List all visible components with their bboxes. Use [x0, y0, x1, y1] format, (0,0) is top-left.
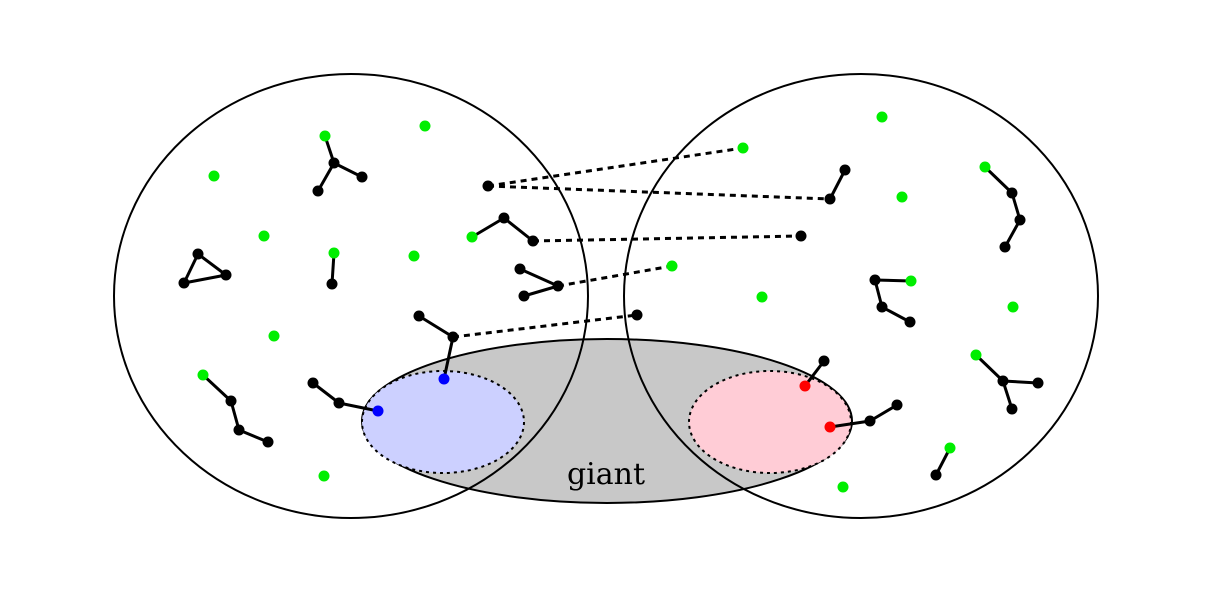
component-node: [326, 278, 338, 290]
solid-edge: [828, 419, 872, 429]
isolated-node: [905, 275, 917, 287]
component-node: [930, 469, 942, 481]
component-node: [891, 399, 903, 411]
solid-edge: [983, 165, 1014, 195]
blue-node: [372, 405, 384, 417]
dashed-cross-edge: [532, 234, 802, 243]
component-node: [220, 269, 232, 281]
component-node: [824, 193, 836, 205]
component-node: [413, 310, 425, 322]
dashed-cross-edge: [557, 264, 673, 288]
dashed-cross-edge: [487, 146, 744, 188]
component-node: [1032, 377, 1044, 389]
isolated-node: [944, 442, 956, 454]
component-node: [552, 280, 564, 292]
right-giant-core: [688, 370, 852, 474]
solid-edge: [518, 267, 560, 288]
isolated-node: [197, 369, 209, 381]
red-node: [824, 421, 836, 433]
right-sample-circle: [623, 73, 1099, 519]
left-giant-core: [361, 370, 525, 474]
giant-label: giant: [567, 457, 645, 492]
component-node: [333, 397, 345, 409]
component-node: [447, 331, 459, 343]
red-node: [799, 380, 811, 392]
solid-edge: [502, 216, 535, 243]
component-node: [498, 212, 510, 224]
isolated-node: [876, 111, 888, 123]
solid-edge: [873, 278, 913, 283]
isolated-node: [328, 247, 340, 259]
solid-edge: [974, 353, 1005, 383]
component-node: [482, 180, 494, 192]
component-node: [262, 436, 274, 448]
component-node: [869, 274, 881, 286]
component-node: [795, 230, 807, 242]
dashed-cross-edge: [452, 313, 638, 339]
isolated-node: [419, 120, 431, 132]
isolated-node: [466, 231, 478, 243]
isolated-node: [1007, 301, 1019, 313]
component-node: [527, 235, 539, 247]
isolated-node: [318, 470, 330, 482]
component-node: [312, 185, 324, 197]
component-node: [328, 157, 340, 169]
component-node: [307, 377, 319, 389]
solid-edge: [337, 401, 380, 413]
component-node: [876, 301, 888, 313]
component-node: [997, 375, 1009, 387]
solid-edge: [417, 314, 455, 339]
isolated-node: [268, 330, 280, 342]
component-nodes: [178, 157, 1044, 481]
component-node: [356, 171, 368, 183]
solid-edge: [470, 216, 506, 239]
component-node: [518, 290, 530, 302]
component-node: [178, 277, 190, 289]
component-node: [1014, 214, 1026, 226]
isolated-node: [208, 170, 220, 182]
isolated-nodes: [197, 111, 1019, 493]
component-node: [1006, 187, 1018, 199]
solid-edge: [522, 284, 560, 298]
component-node: [864, 415, 876, 427]
solid-edge: [1001, 379, 1040, 385]
isolated-node: [979, 161, 991, 173]
component-node: [1006, 403, 1018, 415]
isolated-node: [756, 291, 768, 303]
component-node: [999, 241, 1011, 253]
isolated-node: [970, 349, 982, 361]
component-node: [839, 164, 851, 176]
component-node: [514, 263, 526, 275]
component-node: [818, 355, 830, 367]
dashed-cross-edges: [452, 146, 831, 339]
component-node: [225, 395, 237, 407]
isolated-node: [258, 230, 270, 242]
solid-edge: [442, 335, 455, 381]
left-sample-circle: [113, 73, 589, 519]
isolated-node: [837, 481, 849, 493]
isolated-node: [666, 260, 678, 272]
component-node: [904, 316, 916, 328]
isolated-node: [737, 142, 749, 154]
isolated-node: [896, 191, 908, 203]
solid-edge: [196, 252, 228, 277]
isolated-node: [408, 250, 420, 262]
component-node: [233, 424, 245, 436]
component-node: [631, 309, 643, 321]
dashed-cross-edge: [487, 184, 831, 201]
solid-edge: [201, 373, 233, 403]
component-node: [192, 248, 204, 260]
solid-edge: [182, 273, 228, 285]
blue-node: [438, 373, 450, 385]
isolated-node: [319, 130, 331, 142]
